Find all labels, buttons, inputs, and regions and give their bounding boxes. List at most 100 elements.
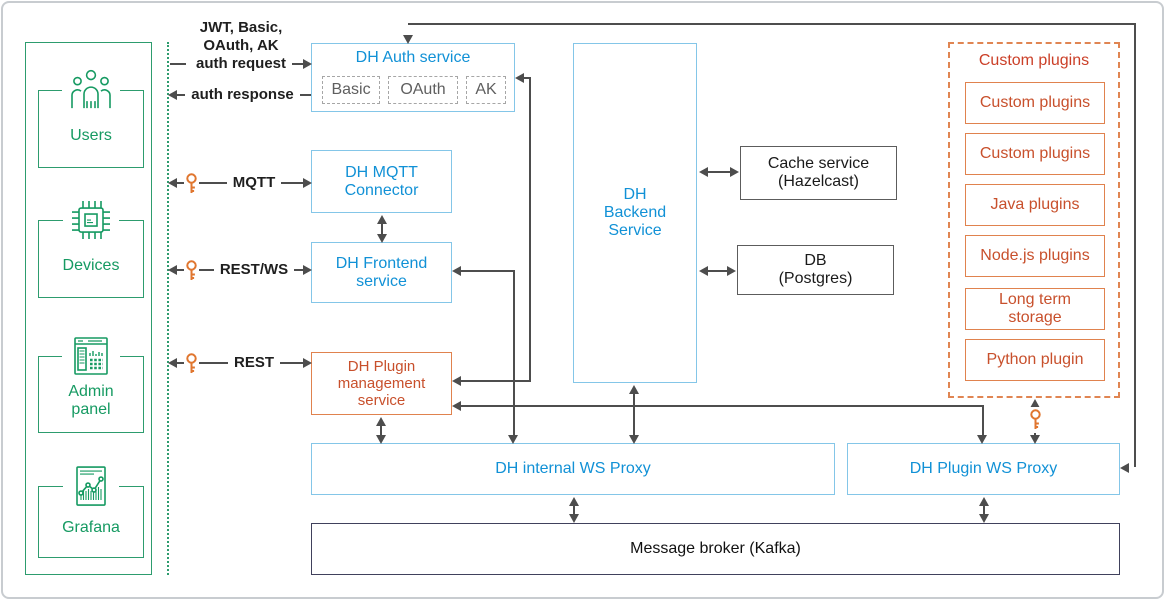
- mqtt-connector-label: DH MQTT Connector: [344, 163, 419, 199]
- iwp-kafka-arrow-down: [569, 514, 579, 523]
- admin-panel-icon: [62, 331, 120, 381]
- plugin-item: Long term storage: [965, 288, 1105, 330]
- auth-pluginproxy-line-top: [408, 23, 1136, 25]
- clients-group-container: [25, 42, 152, 575]
- pm-pwp-line-h: [460, 405, 984, 407]
- clients-boundary-dotted-line: [167, 42, 169, 575]
- pm-right-arrowhead-upper: [452, 376, 461, 386]
- internal-ws-proxy-label: DH internal WS Proxy: [495, 460, 651, 477]
- be-db-arrow-right: [727, 266, 736, 276]
- pluginproxy-right-arrowhead: [1120, 463, 1129, 473]
- custom-plugins-panel: Custom plugins Custom plugins Custom plu…: [948, 42, 1120, 398]
- rest-ws-annotation: REST/WS: [204, 261, 304, 279]
- pwp-kafka-arrow-down: [979, 514, 989, 523]
- auth-request-line-right: [292, 63, 306, 65]
- auth-right-arrowhead: [515, 73, 524, 83]
- key-icon: [184, 351, 199, 377]
- auth-module-basic: Basic: [322, 76, 380, 104]
- plugins-pwp-arrow-down: [1030, 435, 1040, 444]
- message-broker-box: Message broker (Kafka): [311, 523, 1120, 575]
- be-cache-arrow-right: [730, 167, 739, 177]
- grafana-chart-icon: [63, 462, 119, 511]
- auth-top-arrowhead: [403, 35, 413, 44]
- auth-pluginproxy-line-right: [1134, 23, 1136, 467]
- plugin-ws-proxy-box: DH Plugin WS Proxy: [847, 443, 1120, 495]
- auth-pm-line-h1: [523, 77, 531, 79]
- be-db-arrow-left: [699, 266, 708, 276]
- cache-service-box: Cache service (Hazelcast): [740, 146, 897, 200]
- rest-annotation: REST: [210, 354, 298, 372]
- db-box: DB (Postgres): [737, 245, 894, 295]
- frontend-iwp-line-h: [460, 270, 515, 272]
- chip-icon: [63, 196, 119, 245]
- cache-service-label: Cache service (Hazelcast): [767, 155, 870, 190]
- be-db-line: [707, 270, 729, 272]
- be-iwp-arrow-up: [629, 385, 639, 394]
- message-broker-label: Message broker (Kafka): [630, 540, 801, 557]
- plugin-management-label: DH Plugin management service: [337, 358, 426, 409]
- be-iwp-line: [633, 392, 635, 436]
- mqtt-arrowhead-left: [168, 178, 177, 188]
- frontend-service-box: DH Frontend service: [311, 242, 452, 303]
- key-icon: [184, 171, 199, 197]
- be-iwp-arrow-down: [629, 435, 639, 444]
- plugin-management-box: DH Plugin management service: [311, 352, 452, 415]
- key-icon: [184, 258, 199, 284]
- frontend-service-label: DH Frontend service: [335, 254, 428, 290]
- plugins-pwp-arrow-up: [1030, 399, 1040, 408]
- pwp-top-arrowhead: [977, 435, 987, 444]
- internal-ws-proxy-box: DH internal WS Proxy: [311, 443, 835, 495]
- iwp-kafka-arrow-up: [569, 497, 579, 506]
- admin-panel-node: Admin panel: [38, 331, 144, 433]
- plugin-item: Custom plugins: [965, 133, 1105, 175]
- admin-panel-label: Admin panel: [68, 383, 114, 418]
- key-icon: [1028, 407, 1043, 433]
- iwp-top-arrowhead-1: [508, 435, 518, 444]
- auth-request-arrowhead: [303, 59, 312, 69]
- auth-module-oauth: OAuth: [388, 76, 458, 104]
- pm-iwp-line: [380, 424, 382, 436]
- mqtt-connector-box: DH MQTT Connector: [311, 150, 452, 213]
- devices-node: Devices: [38, 196, 144, 298]
- backend-service-box: DH Backend Service: [573, 43, 697, 383]
- auth-module-ak: AK: [466, 76, 506, 104]
- plugin-item: Java plugins: [965, 184, 1105, 226]
- db-label: DB (Postgres): [778, 252, 853, 287]
- plugin-ws-proxy-label: DH Plugin WS Proxy: [909, 460, 1058, 477]
- rest-ws-arrowhead-left: [168, 265, 177, 275]
- frontend-iwp-line-v: [513, 270, 515, 436]
- pm-iwp-arrow-up: [376, 417, 386, 426]
- auth-pm-line-v: [529, 77, 531, 382]
- backend-service-label: DH Backend Service: [603, 186, 667, 239]
- auth-response-annotation: auth response: [180, 86, 305, 104]
- be-cache-line: [707, 171, 732, 173]
- custom-plugins-title: Custom plugins: [978, 52, 1090, 69]
- plugin-item: Python plugin: [965, 339, 1105, 381]
- grafana-label: Grafana: [62, 519, 120, 536]
- auth-response-arrowhead: [168, 90, 177, 100]
- plugin-item: Custom plugins: [965, 82, 1105, 124]
- pm-pwp-line-v: [982, 405, 984, 436]
- pwp-kafka-arrow-up: [979, 497, 989, 506]
- rest-ws-arrowhead-right: [303, 265, 312, 275]
- mqtt-fe-line: [381, 222, 383, 236]
- frontend-right-arrowhead: [452, 266, 461, 276]
- grafana-node: Grafana: [38, 462, 144, 558]
- pm-iwp-arrow-down: [376, 435, 386, 444]
- iwp-kafka-line: [573, 504, 575, 515]
- auth-service-box: DH Auth service Basic OAuth AK: [311, 43, 515, 112]
- mqtt-fe-arrow-up: [377, 215, 387, 224]
- plugin-item: Node.js plugins: [965, 235, 1105, 277]
- pwp-kafka-line: [983, 504, 985, 515]
- auth-pm-line-h2: [460, 380, 531, 382]
- auth-modules: Basic OAuth AK: [322, 76, 506, 104]
- mqtt-annotation: MQTT: [210, 174, 298, 192]
- pm-right-arrowhead-lower: [452, 401, 461, 411]
- users-icon: [62, 68, 120, 113]
- auth-service-label: DH Auth service: [355, 49, 471, 66]
- devices-label: Devices: [62, 257, 120, 274]
- mqtt-fe-arrow-down: [377, 234, 387, 243]
- users-node: Users: [38, 68, 144, 168]
- rest-arrowhead-right: [303, 358, 312, 368]
